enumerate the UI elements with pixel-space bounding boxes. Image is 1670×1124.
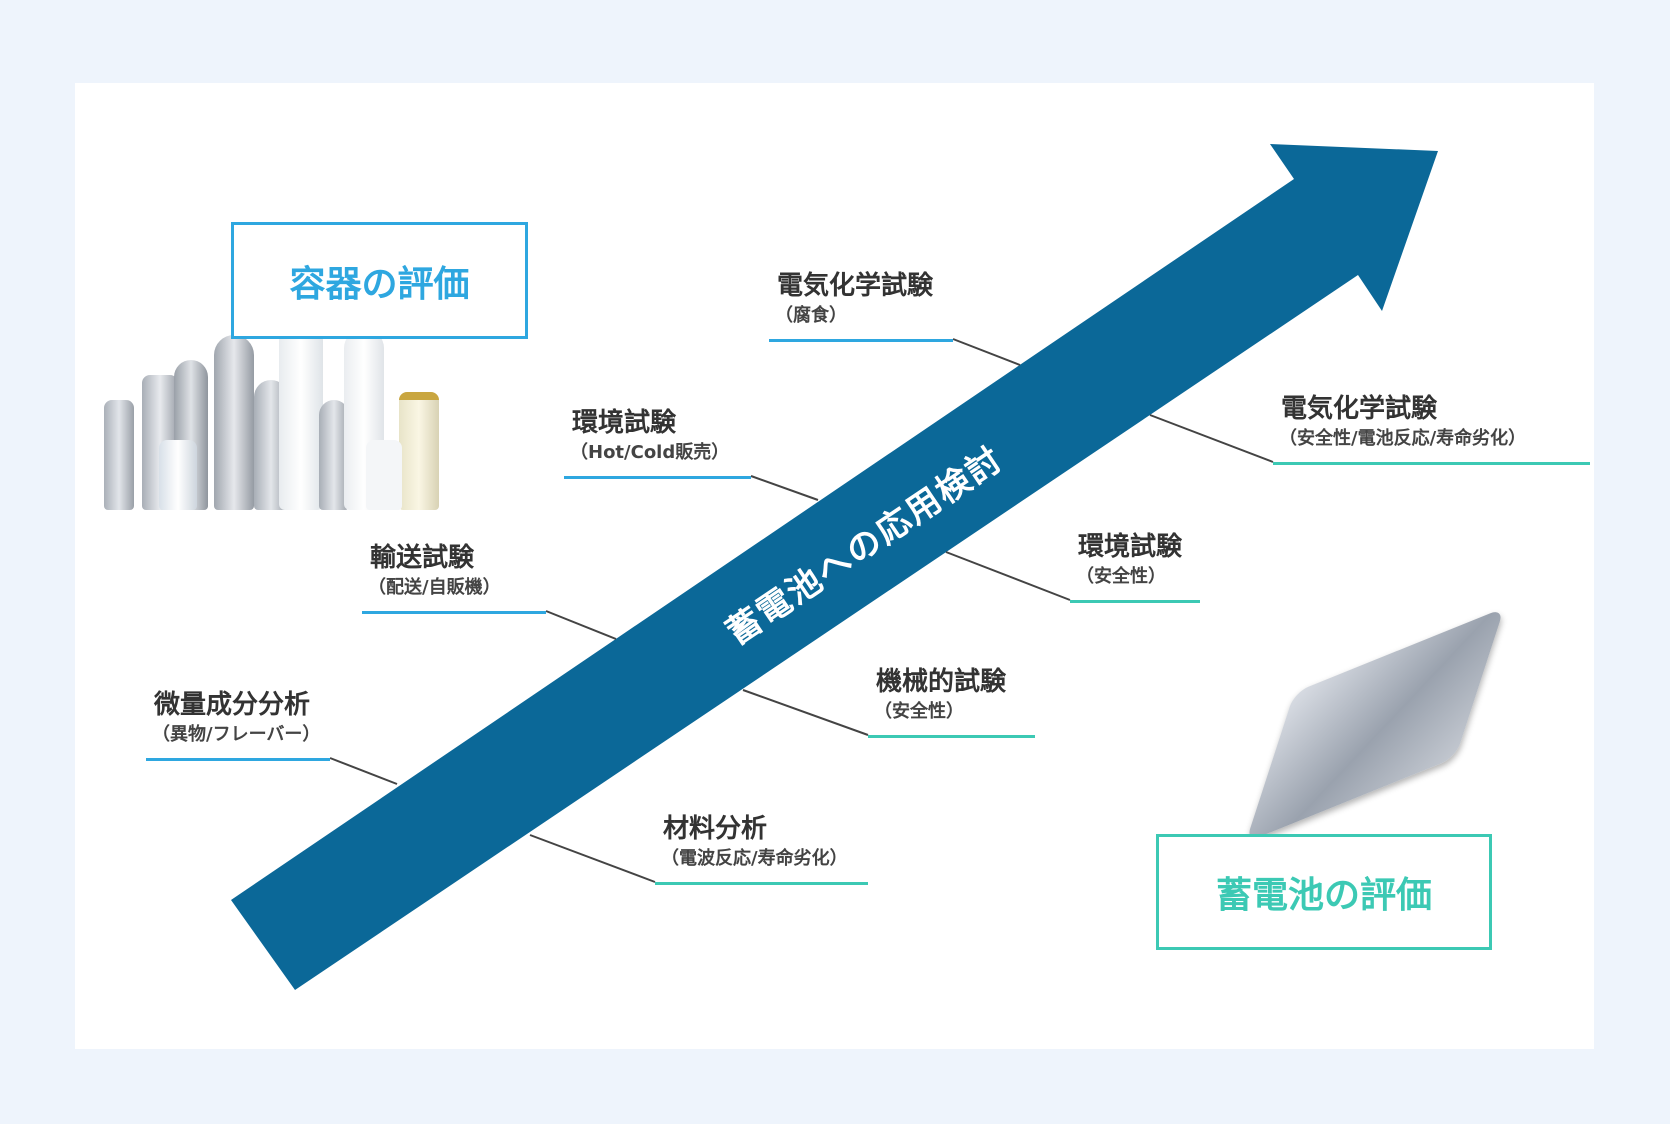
connector-line xyxy=(1149,414,1274,463)
connector-line xyxy=(529,834,656,883)
battery-evaluation-box: 蓄電池の評価 xyxy=(1156,834,1492,950)
test-title: 輸送試験 xyxy=(370,543,475,573)
container-test-electrochemical: 電気化学試験 （腐食） xyxy=(769,269,953,342)
bottles-and-cans-image xyxy=(104,320,447,510)
test-title: 電気化学試験 xyxy=(1281,394,1438,424)
test-title: 材料分析 xyxy=(663,814,768,844)
test-title: 機械的試験 xyxy=(876,667,1007,697)
test-subtitle: （安全性） xyxy=(874,701,964,722)
test-subtitle: （電波反応/寿命劣化） xyxy=(661,848,848,869)
container-test-environmental: 環境試験 （Hot/Cold販売） xyxy=(564,406,751,479)
application-arrow xyxy=(231,144,1438,990)
container-test-trace-analysis: 微量成分分析 （異物/フレーバー） xyxy=(146,688,330,761)
connector-line xyxy=(545,610,617,640)
test-title: 微量成分分析 xyxy=(154,690,311,720)
battery-test-material-analysis: 材料分析 （電波反応/寿命劣化） xyxy=(655,812,868,885)
container-evaluation-box: 容器の評価 xyxy=(231,222,528,339)
test-subtitle: （腐食） xyxy=(775,305,847,326)
battery-test-electrochemical: 電気化学試験 （安全性/電池反応/寿命劣化） xyxy=(1273,392,1590,465)
test-title: 環境試験 xyxy=(572,408,677,438)
connector-line xyxy=(750,475,819,501)
test-subtitle: （Hot/Cold販売） xyxy=(570,442,730,463)
test-subtitle: （配送/自販機） xyxy=(368,577,501,598)
test-title: 電気化学試験 xyxy=(777,271,934,301)
battery-test-mechanical: 機械的試験 （安全性） xyxy=(868,665,1035,738)
test-title: 環境試験 xyxy=(1078,532,1183,562)
container-evaluation-label: 容器の評価 xyxy=(289,263,470,305)
connector-line xyxy=(952,338,1021,366)
test-subtitle: （安全性） xyxy=(1076,566,1166,587)
connector-line xyxy=(742,689,869,736)
test-subtitle: （安全性/電池反応/寿命劣化） xyxy=(1279,428,1527,449)
connector-line xyxy=(329,757,398,785)
test-subtitle: （異物/フレーバー） xyxy=(152,724,321,745)
container-test-transport: 輸送試験 （配送/自販機） xyxy=(362,541,546,614)
battery-test-environmental: 環境試験 （安全性） xyxy=(1070,530,1200,603)
connector-line xyxy=(945,551,1071,601)
battery-evaluation-label: 蓄電池の評価 xyxy=(1215,875,1432,916)
